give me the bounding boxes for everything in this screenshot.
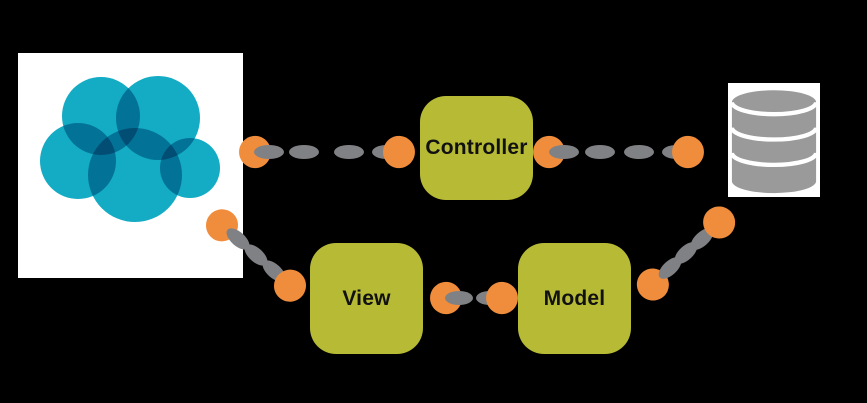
- arrow-dash: [476, 291, 504, 305]
- arrowhead-icon: [672, 135, 704, 169]
- cloud-icon: [18, 53, 243, 278]
- database-icon: [730, 90, 818, 194]
- node-model: Model: [518, 243, 631, 354]
- arrowhead-icon: [696, 199, 742, 246]
- arrow-view-model: [430, 281, 518, 315]
- node-controller: Controller: [420, 96, 533, 200]
- arrow-dash: [254, 145, 284, 159]
- arrowhead-icon: [533, 135, 565, 169]
- node-view-label: View: [342, 286, 391, 310]
- arrow-dash: [690, 228, 714, 250]
- arrow-model-database: [630, 199, 742, 308]
- arrow-dash: [674, 242, 698, 264]
- arrow-controller-database: [533, 135, 704, 169]
- arrow-dash: [244, 244, 268, 266]
- node-controller-label: Controller: [425, 136, 528, 159]
- cloud-circle: [160, 138, 220, 198]
- arrowhead-icon: [430, 281, 462, 315]
- arrowhead-icon: [383, 135, 415, 169]
- arrowhead-icon: [239, 135, 271, 169]
- arrow-cloud-controller: [239, 135, 415, 169]
- arrowhead-icon: [630, 261, 676, 308]
- cloud-panel: [18, 53, 243, 278]
- arrow-dash: [585, 145, 615, 159]
- arrow-dash: [445, 291, 473, 305]
- arrow-dash: [372, 145, 402, 159]
- arrow-dash: [549, 145, 579, 159]
- arrow-dash: [624, 145, 654, 159]
- arrow-dash: [658, 257, 682, 279]
- arrow-dash: [289, 145, 319, 159]
- arrowhead-icon: [267, 263, 313, 309]
- arrow-dash: [662, 145, 692, 159]
- arrow-dash: [334, 145, 364, 159]
- database-panel: [728, 83, 820, 197]
- arrow-dash: [262, 260, 286, 282]
- node-view: View: [310, 243, 423, 354]
- arrowhead-icon: [486, 281, 518, 315]
- node-model-label: Model: [543, 286, 606, 310]
